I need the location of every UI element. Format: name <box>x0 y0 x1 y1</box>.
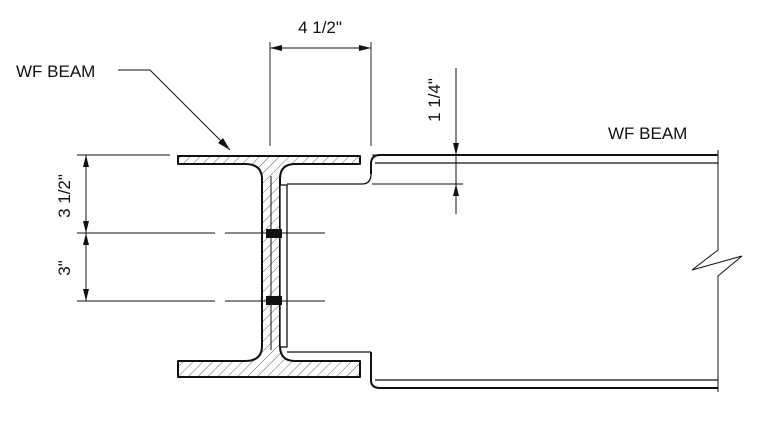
bolts <box>266 229 282 305</box>
dim-cope-depth-text: 1 1/4" <box>425 78 444 122</box>
dim-upper-spacing-text: 3 1/2" <box>55 174 74 218</box>
dimension-cope-depth: 1 1/4" <box>425 68 459 214</box>
dim-flange-offset-text: 4 1/2" <box>298 18 342 37</box>
bolt-upper <box>266 229 282 238</box>
beam-elevation <box>287 150 743 392</box>
bolt-lower <box>266 296 282 305</box>
dimension-flange-offset: 4 1/2" <box>270 18 371 51</box>
beam-top-flange-inner <box>361 162 718 185</box>
beam-top-flange-outer <box>370 154 718 174</box>
dim-lower-spacing-text: 3" <box>55 260 74 276</box>
connection-plate-body <box>279 184 288 348</box>
column-label-leader <box>118 69 231 151</box>
connection-plate <box>279 184 288 348</box>
column-section-outline <box>177 155 361 378</box>
extension-lines <box>77 42 463 302</box>
column-wf-beam-label: WF BEAM <box>16 62 95 81</box>
beam-wf-beam-label: WF BEAM <box>608 124 687 143</box>
break-line <box>691 150 743 392</box>
column-wf-section <box>177 155 361 378</box>
beam-bottom-flange-outer <box>370 352 718 389</box>
dimension-bolt-spacing: 3 1/2" 3" <box>55 155 89 301</box>
beam-bottom-flange-inner <box>362 351 718 381</box>
